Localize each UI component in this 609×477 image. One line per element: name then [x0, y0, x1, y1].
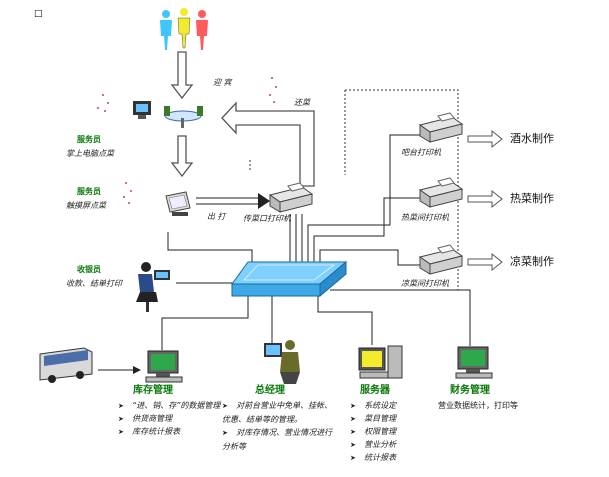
waiter1-title: 服务员 — [77, 135, 101, 144]
list-item: 库存统计报表 — [118, 425, 220, 438]
module-server-list: 系统设定 菜目管理 权限管理 营业分析 统计报表 — [350, 399, 396, 464]
label-print-out: 出 打 — [207, 212, 226, 221]
module-finance-desc: 营业数据统计，打印等 — [438, 401, 518, 410]
manager-person-icon — [264, 340, 300, 384]
output-hot-dishes: 热菜制作 — [510, 192, 554, 205]
print-arrow — [196, 197, 262, 205]
network-switch-icon — [231, 260, 348, 298]
printer-bar-label: 吧台打印机 — [401, 148, 441, 157]
printer-cold-kitchen-icon — [418, 244, 464, 275]
waiter2-desc: 触摸屏点菜 — [66, 201, 106, 210]
list-item: “进、销、存”的数据管理 — [118, 399, 220, 412]
list-item: 对前台营业中免单、挂帐、优惠、结单等的管理。 — [222, 399, 340, 426]
guide-arrow-down-2 — [170, 135, 194, 178]
output-arrow-hot — [467, 189, 503, 209]
module-gm-list: 对前台营业中免单、挂帐、优惠、结单等的管理。 对库存情况、营业情况进行分析等 — [222, 399, 340, 453]
label-return-dish: 还菜 — [294, 98, 310, 107]
printer-hot-kitchen-icon — [418, 177, 464, 208]
list-item: 营业分析 — [350, 438, 396, 451]
inventory-computer-icon — [145, 350, 183, 383]
printer-hot-kitchen-label: 热菜间打印机 — [401, 213, 449, 222]
printer-pass-window-label: 传菜口打印机 — [243, 214, 291, 223]
delivery-bus-icon — [39, 347, 93, 383]
sparkle-decorations — [97, 77, 277, 204]
printer-bar-icon — [418, 112, 464, 143]
output-drinks: 酒水制作 — [510, 132, 554, 145]
dining-table-icon — [164, 106, 203, 128]
list-item: 统计报表 — [350, 451, 396, 464]
customers-icon — [160, 8, 208, 50]
finance-computer-icon — [455, 346, 493, 379]
output-arrow-drinks — [467, 129, 503, 149]
label-greet: 迎 宾 — [213, 78, 232, 87]
touch-screen-terminal-icon — [165, 191, 191, 216]
module-server-title: 服务器 — [360, 385, 390, 396]
network-lines — [161, 134, 471, 350]
handheld-pda-icon — [133, 101, 151, 119]
printer-pass-window-icon — [268, 182, 314, 213]
output-arrow-cold — [467, 252, 503, 272]
cashier-workstation-icon — [136, 262, 170, 312]
waiter2-title: 服务员 — [77, 187, 101, 196]
module-inventory-title: 库存管理 — [133, 385, 173, 396]
corner-mark: □ — [34, 9, 43, 19]
module-inventory-list: “进、销、存”的数据管理 供货商管理 库存统计报表 — [118, 399, 220, 438]
list-item: 菜目管理 — [350, 412, 396, 425]
output-cold-dishes: 凉菜制作 — [510, 255, 554, 268]
cashier-desc: 收款、结单打印 — [66, 279, 122, 288]
module-finance-title: 财务管理 — [450, 385, 490, 396]
cashier-title: 收银员 — [77, 265, 101, 274]
printer-cold-kitchen-label: 凉菜间打印机 — [401, 279, 449, 288]
return-arrow — [221, 101, 315, 187]
list-item: 供货商管理 — [118, 412, 220, 425]
list-item: 系统设定 — [350, 399, 396, 412]
list-item: 对库存情况、营业情况进行分析等 — [222, 426, 340, 453]
guide-arrow-down-1 — [170, 51, 194, 100]
server-computer-icon — [358, 345, 403, 379]
module-gm-title: 总经理 — [255, 385, 285, 396]
list-item: 权限管理 — [350, 425, 396, 438]
waiter1-desc: 掌上电脑点菜 — [66, 149, 114, 158]
